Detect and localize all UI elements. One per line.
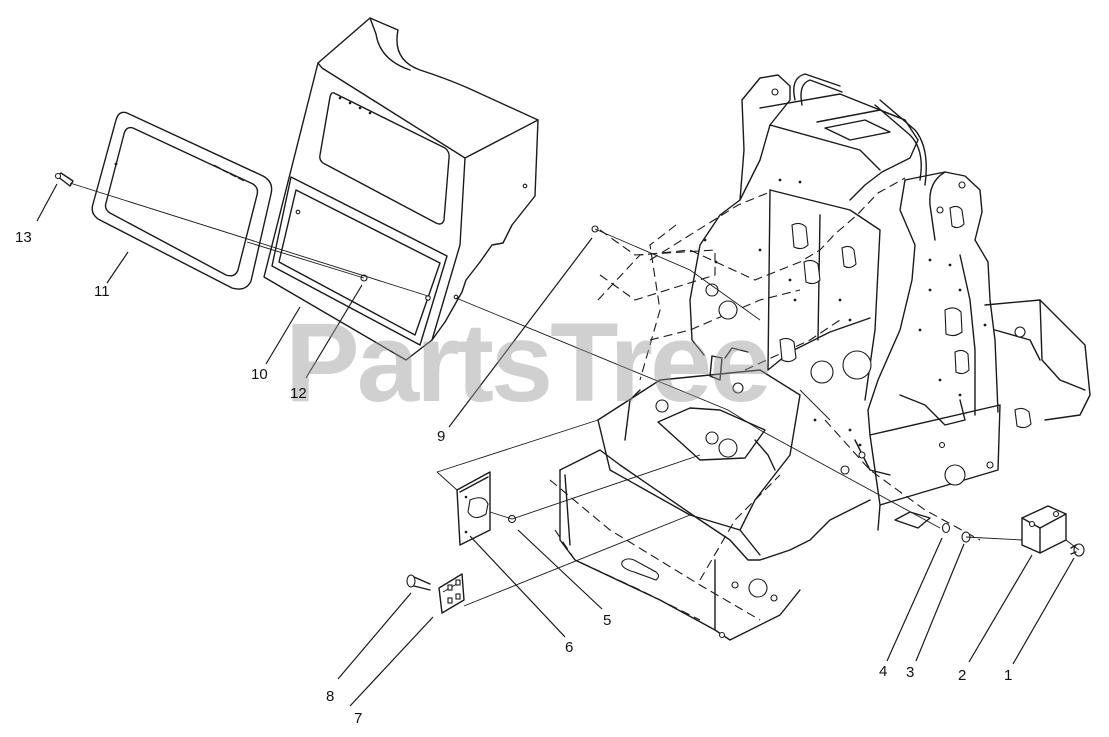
callout-8: 8 bbox=[326, 688, 335, 705]
part-10-cowl-panel bbox=[263, 17, 539, 361]
part-7-bracket-plate bbox=[438, 573, 465, 614]
pedal-foot bbox=[894, 511, 931, 529]
part-4-bushing bbox=[941, 522, 951, 534]
part-13-fitting bbox=[54, 172, 74, 187]
main-frame-weldment bbox=[549, 73, 1091, 641]
callout-13: 13 bbox=[15, 229, 32, 246]
callout-5: 5 bbox=[603, 612, 612, 629]
watermark: PartsTree bbox=[285, 300, 772, 425]
callout-11: 11 bbox=[94, 283, 110, 300]
callout-leader-lines bbox=[36, 183, 1075, 707]
callout-1: 1 bbox=[1004, 667, 1013, 684]
callout-2: 2 bbox=[958, 667, 967, 684]
callout-3: 3 bbox=[906, 664, 915, 681]
frame-bolt-holes bbox=[703, 178, 987, 447]
callout-10: 10 bbox=[251, 366, 268, 383]
callout-12: 12 bbox=[290, 385, 307, 402]
part-6-side-plate bbox=[456, 471, 491, 546]
part-8-bolt bbox=[406, 574, 431, 591]
callout-6: 6 bbox=[565, 639, 574, 656]
assembly-reference-lines bbox=[69, 182, 1080, 607]
callout-9: 9 bbox=[437, 428, 446, 445]
callout-7: 7 bbox=[354, 710, 363, 727]
part-2-clip-bracket bbox=[1021, 505, 1067, 554]
callout-4: 4 bbox=[879, 663, 888, 680]
part-11-window-frame bbox=[91, 111, 273, 290]
